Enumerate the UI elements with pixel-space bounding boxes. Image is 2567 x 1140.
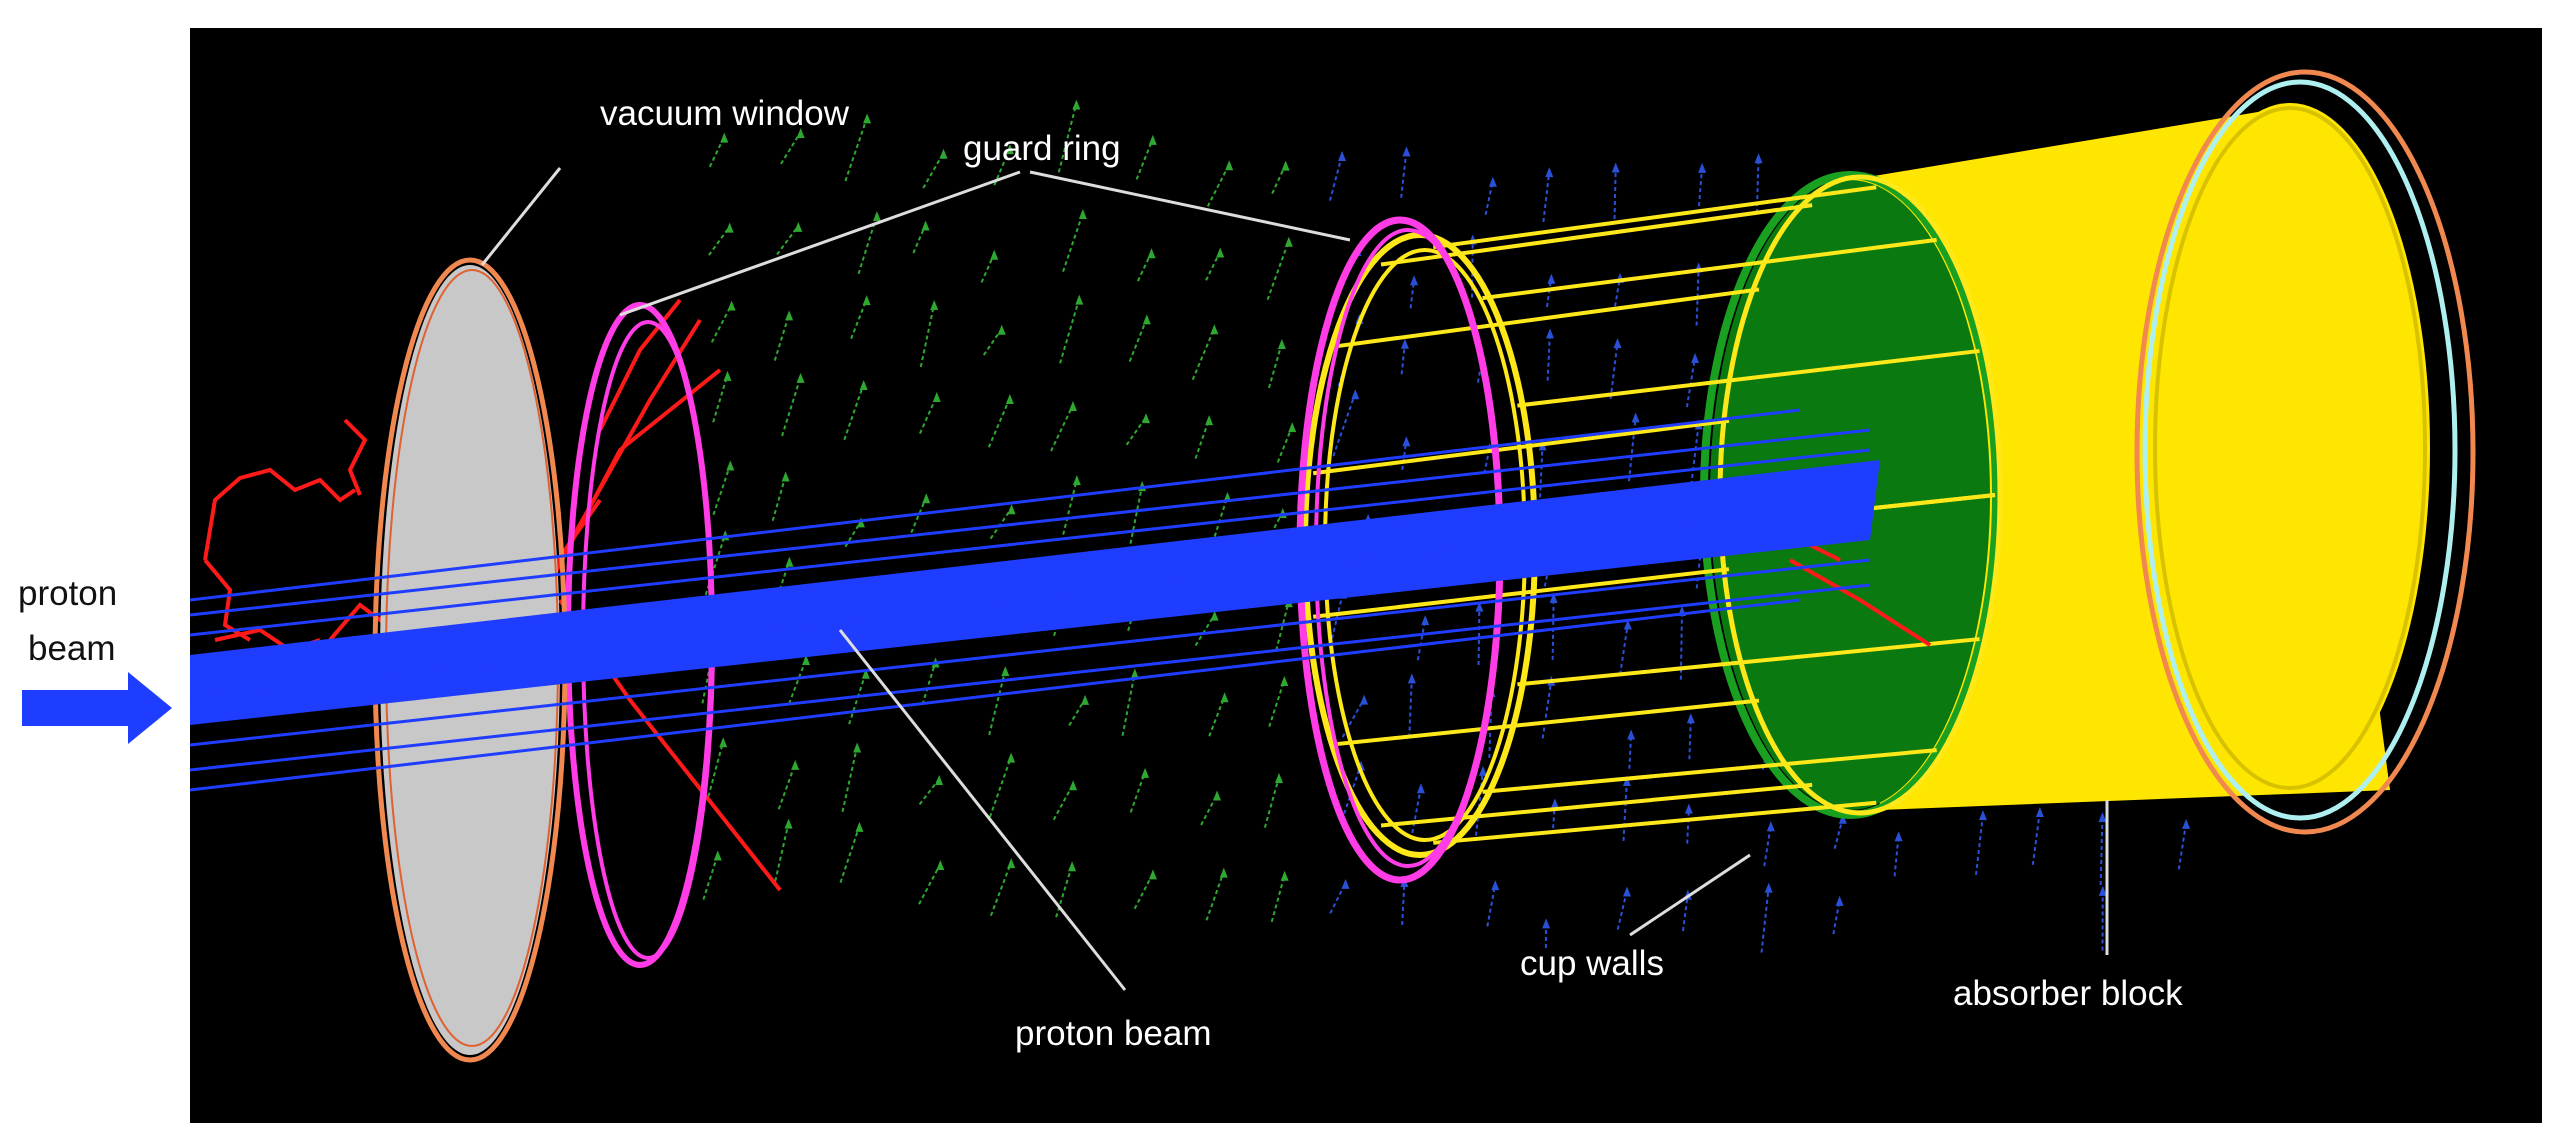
absorber-block-label: absorber block: [1953, 974, 2183, 1013]
beam-core: [190, 460, 1880, 725]
right-arrow-icon: [22, 672, 172, 744]
absorber-block: [1700, 69, 2476, 835]
proton-beam-left-label-line1: proton: [18, 574, 117, 613]
absorber-flange-inner: [2142, 79, 2458, 821]
labels: vacuum window guard ring proton beam cup…: [18, 94, 2183, 1053]
cup-walls-leader: [1629, 853, 1751, 937]
vacuum-window-label: vacuum window: [600, 94, 850, 133]
absorber-end-shade: [2153, 106, 2427, 790]
absorber-end-cap: [2150, 103, 2430, 793]
proton-beam-tracks: [189, 408, 1880, 792]
proton-beam-center-label: proton beam: [1015, 1014, 1212, 1053]
vacuum-window-leader: [480, 167, 562, 266]
guard-ring-leader-cup: [1029, 170, 1351, 242]
cup-walls-label: cup walls: [1520, 944, 1664, 983]
guard-ring-leader-front: [619, 170, 1021, 317]
guard-ring-label: guard ring: [963, 129, 1121, 168]
absorber-flange-outer: [2134, 69, 2476, 835]
proton-beam-left-label-line2: beam: [28, 629, 116, 668]
proton-beam-center-leader: [838, 629, 1127, 991]
